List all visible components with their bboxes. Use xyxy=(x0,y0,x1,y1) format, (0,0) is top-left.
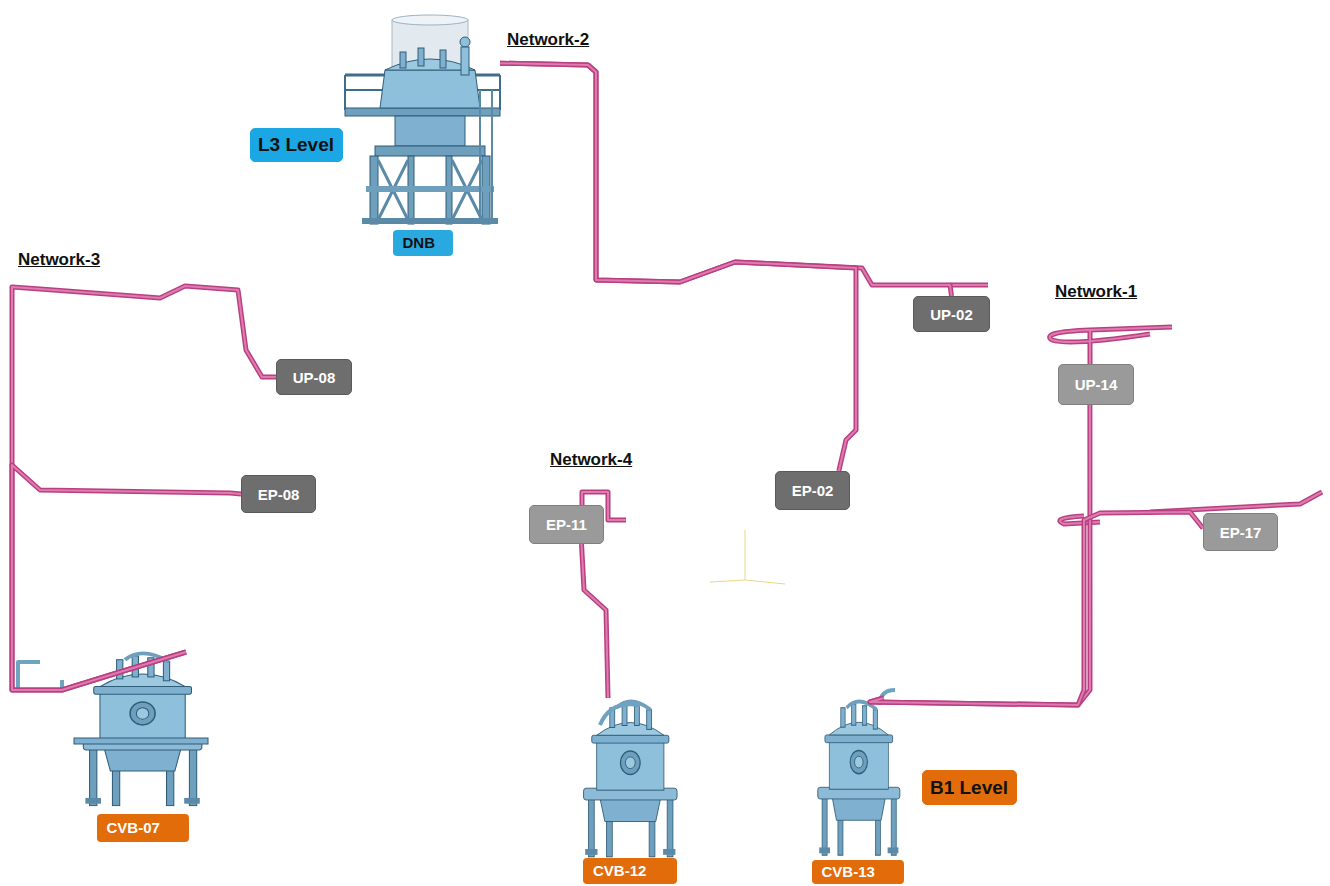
tag-text: UP-14 xyxy=(1075,376,1118,393)
pipe-connector xyxy=(870,405,1090,705)
tag-text: EP-11 xyxy=(546,516,587,533)
vessel-node: CVB-13 xyxy=(805,698,910,884)
port-tag: UP-14 xyxy=(1058,364,1134,405)
pipe-connector xyxy=(870,512,1203,705)
port-tag: EP-11 xyxy=(529,505,604,544)
pipe-stroke xyxy=(870,512,1203,705)
tag-text: B1 Level xyxy=(930,777,1008,799)
pipe-stroke xyxy=(500,63,952,296)
vessel-tag: CVB-07 xyxy=(97,814,189,842)
pipe-stroke xyxy=(12,286,276,690)
dnb-vessel xyxy=(345,15,500,224)
port-tag: EP-17 xyxy=(1203,513,1278,551)
network-label: Network-2 xyxy=(505,30,591,50)
vessel-tag: CVB-13 xyxy=(812,860,904,884)
network-label: Network-3 xyxy=(16,250,102,270)
tag-text: EP-08 xyxy=(258,486,300,503)
port-tag: EP-02 xyxy=(775,471,850,510)
pipe-connector xyxy=(12,465,241,690)
tag-text: EP-17 xyxy=(1220,524,1262,541)
pipe-stroke xyxy=(12,286,276,690)
tag-text: UP-02 xyxy=(930,306,973,323)
pipe-stroke xyxy=(870,405,1090,705)
pipe-stroke xyxy=(582,544,609,698)
vessel-node: DNB xyxy=(345,15,500,256)
pipe-stroke xyxy=(12,465,241,690)
pipe-stroke xyxy=(870,512,1203,705)
tag-text: UP-08 xyxy=(293,369,336,386)
pipe-stroke xyxy=(500,63,856,471)
network-label: Network-1 xyxy=(1053,282,1139,302)
vessel-node: CVB-12 xyxy=(575,698,685,884)
vessel-tag: DNB xyxy=(393,230,453,256)
vessel-tag: CVB-12 xyxy=(583,858,677,884)
pipe-stroke xyxy=(500,63,856,471)
level-tag: L3 Level xyxy=(250,128,343,162)
pipe-connector xyxy=(12,286,276,690)
port-tag: EP-08 xyxy=(241,475,316,513)
pipe-stroke xyxy=(12,465,241,690)
pipe-stroke xyxy=(582,544,609,698)
pipe-stroke xyxy=(500,63,952,296)
vessel-node: CVB-07 xyxy=(70,652,215,842)
level-tag: B1 Level xyxy=(922,770,1017,805)
pipe-connector xyxy=(500,63,856,471)
cvb-13-vessel xyxy=(818,701,900,855)
cvb-07-vessel xyxy=(74,653,208,805)
axis-gizmo xyxy=(710,530,785,584)
port-tag: UP-02 xyxy=(913,296,990,332)
port-tag: UP-08 xyxy=(276,359,352,395)
tag-text: EP-02 xyxy=(792,482,834,499)
network-label: Network-4 xyxy=(548,450,634,470)
pipe-connector xyxy=(500,63,952,296)
tag-text: L3 Level xyxy=(258,134,334,156)
pipe-connector xyxy=(582,544,609,698)
pipe-stroke xyxy=(870,405,1090,705)
pipe-stub xyxy=(18,285,1322,725)
cvb-12-vessel xyxy=(584,701,677,856)
